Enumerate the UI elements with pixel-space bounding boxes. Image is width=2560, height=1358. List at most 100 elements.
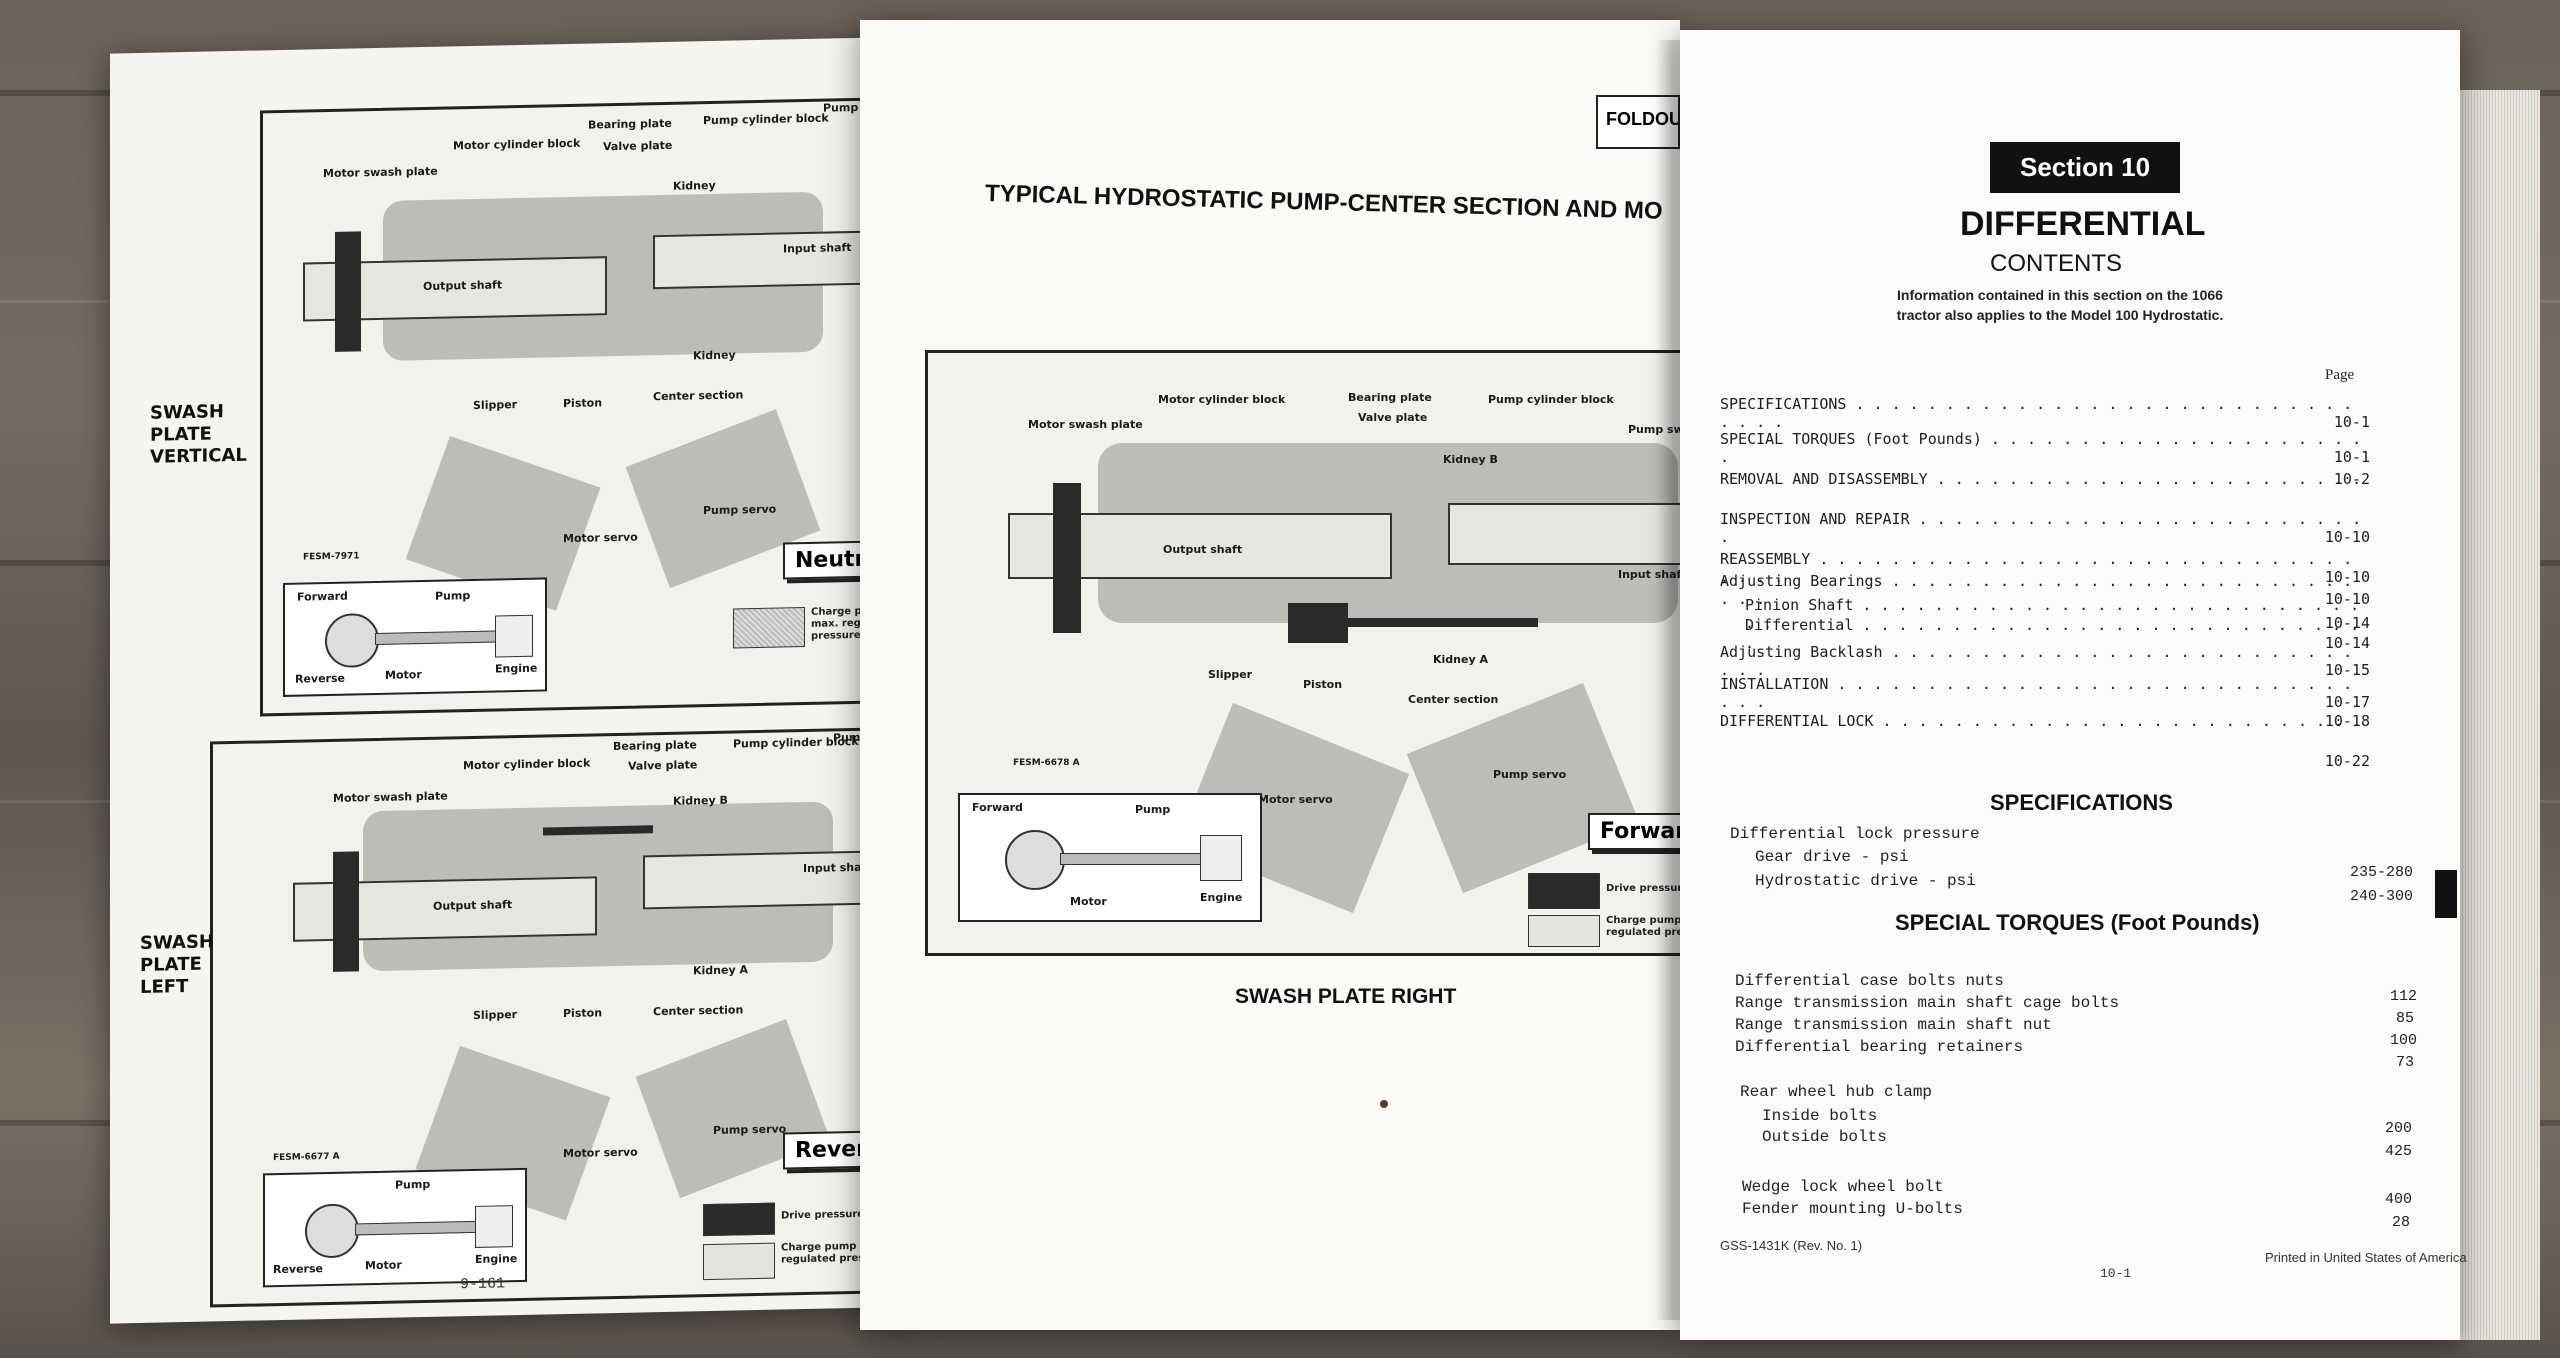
label-input-shaft: Input shaft xyxy=(783,241,852,256)
toc-label: Adjusting Backlash xyxy=(1720,643,1883,661)
wedge-lock-value: 400 xyxy=(2385,1191,2413,1208)
label-center-section: Center section xyxy=(653,388,744,404)
bottom-diagram-panel: Motor swash plate Motor cylinder block B… xyxy=(210,726,930,1308)
left-page-number: 9-161 xyxy=(460,1275,506,1294)
spec-gear-drive: Gear drive - psi xyxy=(1755,848,1909,866)
label-valve-plate: Valve plate xyxy=(1358,411,1428,424)
label-motor-servo: Motor servo xyxy=(563,1145,638,1161)
toc-row: Adjusting Bearings . . . . . . . . . . .… xyxy=(1720,572,2370,608)
label-motor-cylinder-block: Motor cylinder block xyxy=(1158,393,1286,406)
outside-bolts-value: 425 xyxy=(2385,1143,2413,1160)
torque-value: 100 xyxy=(2390,1032,2418,1049)
toc-label: Adjusting Bearings xyxy=(1720,572,1883,590)
inset-reverse: Reverse xyxy=(273,1262,323,1277)
legend-charge-swatch xyxy=(1528,915,1600,947)
section-badge: Section 10 xyxy=(1990,142,2181,193)
toc-row: SPECIFICATIONS . . . . . . . . . . . . .… xyxy=(1720,395,2370,431)
inset-engine-label: Engine xyxy=(475,1252,518,1266)
inset-forward: Forward xyxy=(972,801,1023,814)
toc-page: 10-18 xyxy=(2324,712,2370,730)
label-kidney-a: Kidney A xyxy=(1433,653,1488,666)
label-motor-swash-plate: Motor swash plate xyxy=(1028,418,1143,431)
toc-row: DIFFERENTIAL LOCK . . . . . . . . . . . … xyxy=(1720,712,2370,730)
toc-page: 10-1 xyxy=(2333,448,2370,466)
spec-lock-pressure: Differential lock pressure xyxy=(1730,825,1980,843)
torque-row: Range transmission main shaft nut xyxy=(1735,1016,2052,1034)
toc-page: 10-14 xyxy=(2324,634,2370,652)
label-pump-cylinder-block: Pump cylinder block xyxy=(703,111,829,128)
torque-row: Range transmission main shaft cage bolts xyxy=(1735,994,2120,1012)
toc-row: INSPECTION AND REPAIR . . . . . . . . . … xyxy=(1720,510,2370,546)
toc-label: REMOVAL AND DISASSEMBLY xyxy=(1720,470,1928,488)
inset-flywheel xyxy=(325,612,379,669)
middle-page: FOLDOU TYPICAL HYDROSTATIC PUMP-CENTER S… xyxy=(860,20,1680,1330)
section-title: DIFFERENTIAL xyxy=(1960,205,2206,243)
label-bearing-plate: Bearing plate xyxy=(1348,391,1432,404)
label-motor-servo: Motor servo xyxy=(563,530,638,546)
label-piston: Piston xyxy=(563,396,603,411)
toc-page: 10-10 xyxy=(2324,568,2370,586)
wedge-lock-label: Wedge lock wheel bolt xyxy=(1742,1178,1944,1196)
label-motor-cylinder-block: Motor cylinder block xyxy=(453,136,581,153)
legend-charge-swatch xyxy=(733,607,805,649)
toc-page: 10-15 xyxy=(2324,661,2370,679)
legend-charge-swatch xyxy=(703,1242,775,1281)
label-kidney: Kidney xyxy=(673,178,716,193)
label-motor-servo: Motor servo xyxy=(1258,793,1333,806)
inset-engine xyxy=(475,1205,513,1248)
gear-graphic xyxy=(335,231,361,352)
toc-row: SPECIAL TORQUES (Foot Pounds) . . . . . … xyxy=(1720,430,2370,466)
torques-heading: SPECIAL TORQUES (Foot Pounds) xyxy=(1895,910,2260,935)
hub-clamp-label: Rear wheel hub clamp xyxy=(1740,1083,1933,1101)
label-pump-servo: Pump servo xyxy=(713,1122,787,1137)
legend-drive-swatch xyxy=(1528,873,1600,909)
torque-value: 73 xyxy=(2396,1054,2415,1071)
label-valve-plate: Valve plate xyxy=(603,138,673,154)
thumb-index-tab xyxy=(2435,870,2457,918)
label-piston: Piston xyxy=(563,1006,603,1021)
left-page: Motor swash plate Motor cylinder block B… xyxy=(110,36,930,1324)
label-pump-servo: Pump servo xyxy=(703,502,777,518)
toc-label: Pinion Shaft xyxy=(1745,596,1854,614)
label-slipper: Slipper xyxy=(473,1008,518,1022)
toc-label: DIFFERENTIAL LOCK xyxy=(1720,712,1874,730)
label-pump-servo: Pump servo xyxy=(1493,768,1567,781)
toc-page: 10-10 xyxy=(2324,528,2370,546)
inset-pump: Pump xyxy=(1135,803,1171,816)
fender-bolts-value: 28 xyxy=(2392,1214,2411,1231)
input-shaft-graphic xyxy=(653,230,887,290)
toc-row: INSTALLATION . . . . . . . . . . . . . .… xyxy=(1720,675,2370,711)
footer-doc-id: GSS-1431K (Rev. No. 1) xyxy=(1720,1238,1863,1253)
toc-page: 10-10 xyxy=(2324,590,2370,608)
pump-servo-graphic xyxy=(635,1018,831,1199)
label-kidney-a: Kidney A xyxy=(693,963,748,978)
label-pump-cylinder-block: Pump cylinder block xyxy=(1488,393,1614,406)
inset-motor: Motor xyxy=(1070,895,1107,908)
label-center-section: Center section xyxy=(653,1003,744,1019)
label-kidney-lower: Kidney xyxy=(693,348,736,363)
torque-row: Differential case bolts nuts xyxy=(1735,972,2004,990)
top-diagram-panel: Motor swash plate Motor cylinder block B… xyxy=(260,96,930,717)
label-input-shaft: Input shaft xyxy=(1618,568,1680,581)
page-title: TYPICAL HYDROSTATIC PUMP-CENTER SECTION … xyxy=(984,180,1663,225)
figure-caption: SWASH PLATE RIGHT xyxy=(1235,985,1457,1008)
legend-drive-text: Drive pressure xyxy=(781,1208,865,1222)
toc-row: Pinion Shaft . . . . . . . . . . . . . .… xyxy=(1745,596,2370,632)
inset-motor: Motor xyxy=(365,1258,402,1273)
label-slipper: Slipper xyxy=(473,398,518,412)
label-output-shaft: Output shaft xyxy=(433,898,513,913)
right-page xyxy=(1680,30,2460,1340)
foldout-tab: FOLDOU xyxy=(1596,95,1680,149)
inset-pump: Pump xyxy=(395,1177,431,1192)
toc-label: Differential xyxy=(1745,616,1854,634)
label-valve-plate: Valve plate xyxy=(628,758,698,773)
inset-motor: Motor xyxy=(385,668,422,682)
torque-value: 112 xyxy=(2390,988,2418,1005)
forward-diagram-panel: Motor swash plate Motor cylinder block B… xyxy=(925,350,1680,956)
label-piston: Piston xyxy=(1303,678,1343,691)
legend-drive-swatch xyxy=(703,1202,775,1237)
inset-engine xyxy=(495,614,533,658)
label-bearing-plate: Bearing plate xyxy=(588,116,672,132)
figure-id: FESM-7971 xyxy=(303,551,360,563)
inside-bolts-label: Inside bolts xyxy=(1762,1107,1878,1125)
